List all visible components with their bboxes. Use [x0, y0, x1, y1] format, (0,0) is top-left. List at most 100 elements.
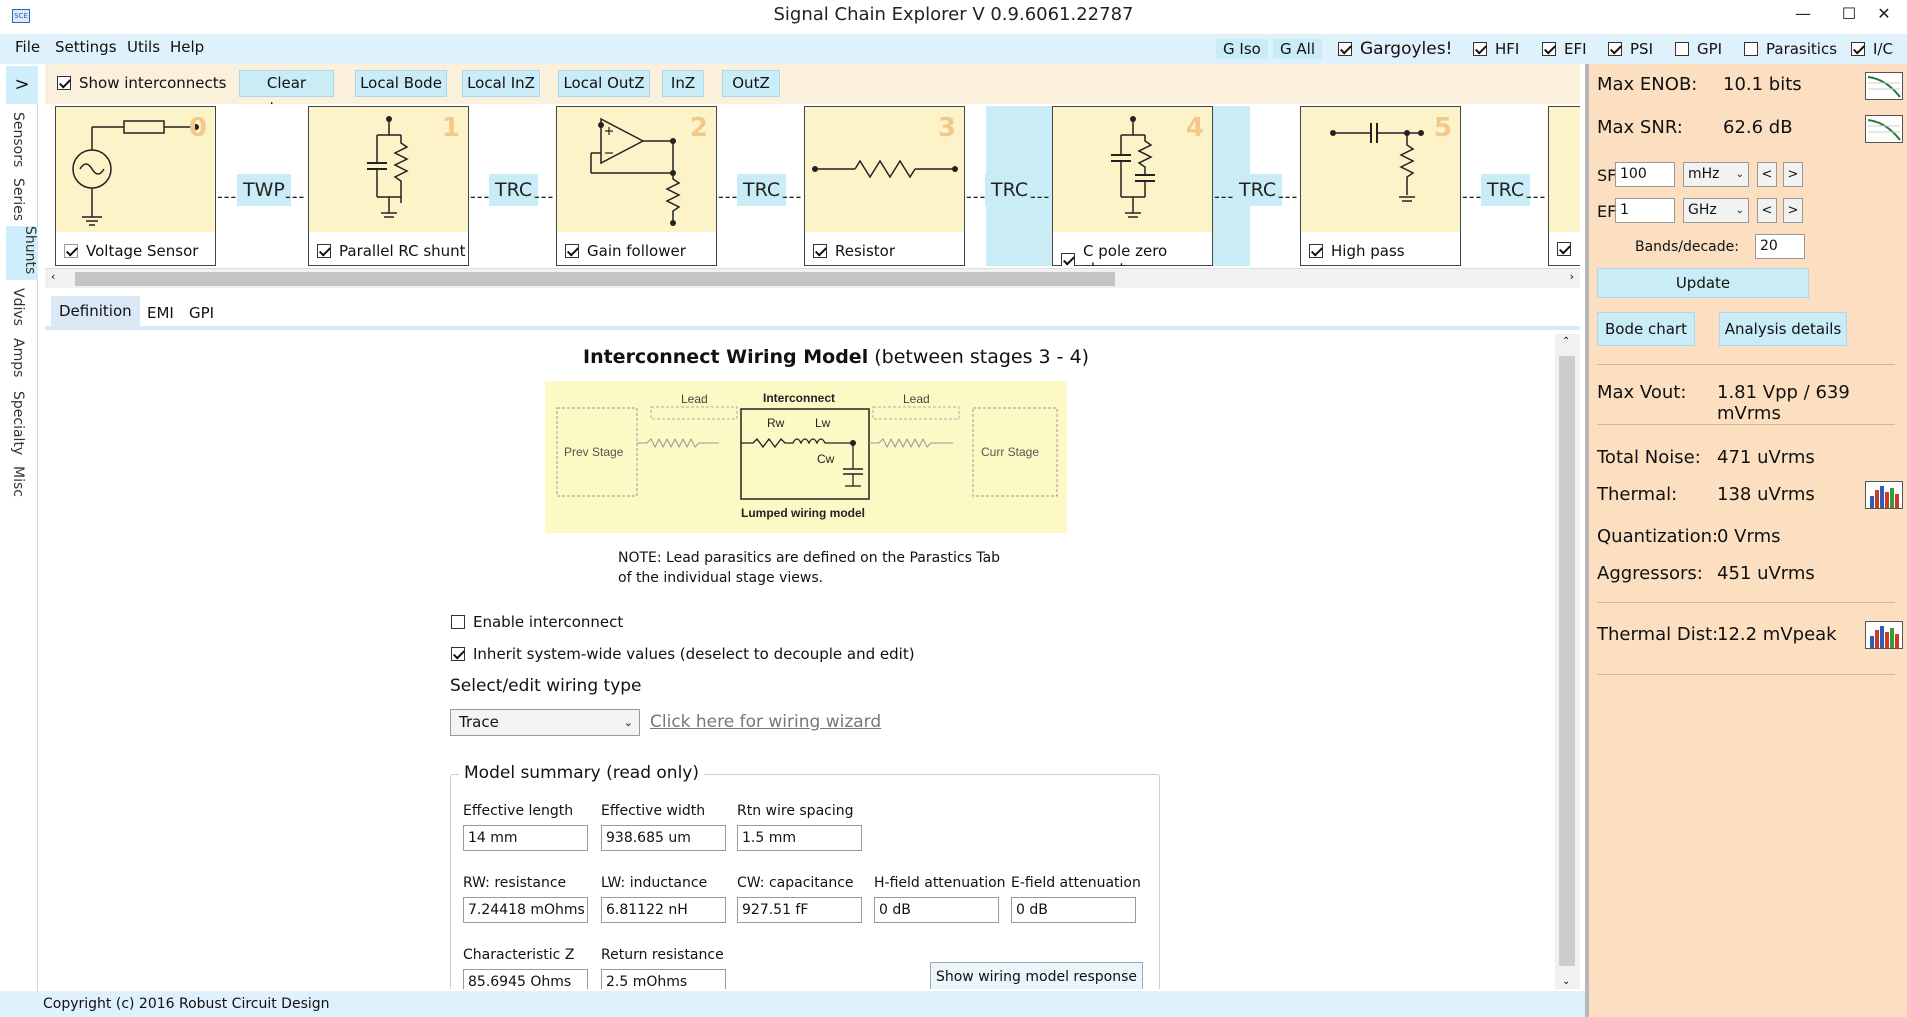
thermal-dist-icon[interactable] [1865, 621, 1903, 649]
show-interconnects-checkbox[interactable]: Show interconnects [57, 74, 226, 92]
wiring-wizard-link[interactable]: Click here for wiring wizard [650, 712, 882, 732]
stage-3-check-icon [813, 244, 827, 258]
ef-input[interactable]: 1 [1615, 198, 1675, 223]
content-scrollbar-thumb[interactable] [1559, 356, 1575, 966]
enable-interconnect-check-icon [451, 615, 465, 629]
stage-card-1[interactable]: 1 Parallel RC shunt [308, 106, 469, 266]
maximize-icon[interactable]: ☐ [1841, 4, 1857, 23]
stage-card-5[interactable]: 5 High pass [1300, 106, 1461, 266]
bands-per-decade-input[interactable]: 20 [1755, 234, 1805, 259]
outz-button[interactable]: OutZ [722, 70, 780, 97]
interconnect-5[interactable]: TRC [1481, 174, 1531, 206]
wiring-type-title: Select/edit wiring type [450, 676, 642, 696]
gpi-checkbox[interactable]: GPI [1675, 38, 1722, 60]
chevron-down-icon: ⌄ [1735, 169, 1744, 180]
stage-card-3[interactable]: 3 Resistor [804, 106, 965, 266]
efi-checkbox[interactable]: EFI [1542, 38, 1587, 60]
scroll-up-icon[interactable]: ⌃ [1562, 336, 1571, 347]
menu-help[interactable]: Help [170, 38, 205, 56]
effective-length-field: 14 mm [463, 825, 588, 851]
ic-checkbox[interactable]: I/C [1851, 38, 1893, 60]
interconnect-3[interactable]: TRC [985, 174, 1035, 206]
ef-unit-select[interactable]: GHz⌄ [1683, 198, 1749, 223]
minimize-icon[interactable]: — [1795, 4, 1811, 23]
stage-2-name: Gain follower [587, 242, 686, 260]
menu-settings[interactable]: Settings [55, 38, 117, 56]
tab-definition[interactable]: Definition [51, 296, 140, 326]
expand-button[interactable]: > [6, 66, 38, 104]
e-field-attenuation-label: E-field attenuation [1011, 875, 1141, 891]
interconnect-4[interactable]: TRC [1233, 174, 1283, 206]
local-bode-button[interactable]: Local Bode [355, 70, 447, 97]
stage-card-2[interactable]: 2 Gain follower [556, 106, 717, 266]
enable-interconnect-checkbox[interactable]: Enable interconnect [451, 613, 623, 631]
tab-emi[interactable]: EMI [147, 304, 174, 322]
stage-label-3[interactable]: Resistor [813, 242, 895, 260]
scrollbar-thumb[interactable] [75, 272, 1115, 286]
inherit-values-checkbox[interactable]: Inherit system-wide values (deselect to … [451, 645, 915, 663]
local-inz-button[interactable]: Local InZ [462, 70, 540, 97]
tab-gpi[interactable]: GPI [189, 304, 215, 322]
side-tab-misc[interactable]: Misc [10, 466, 26, 497]
psi-checkbox[interactable]: PSI [1608, 38, 1653, 60]
enob-graph-icon[interactable] [1865, 72, 1903, 100]
inz-button[interactable]: InZ [662, 70, 704, 97]
content-scrollbar[interactable]: ⌃ ⌄ [1555, 334, 1580, 989]
stage-card-6[interactable] [1548, 106, 1580, 266]
side-tab-sensors[interactable]: Sensors [10, 112, 26, 168]
hfi-checkbox[interactable]: HFI [1473, 38, 1519, 60]
scroll-left-icon[interactable]: ‹ [51, 270, 56, 283]
interconnect-2[interactable]: TRC [737, 174, 787, 206]
lw-inductance-label: LW: inductance [601, 875, 708, 891]
ef-prev-button[interactable]: < [1757, 198, 1777, 223]
wiring-type-select[interactable]: Trace⌄ [450, 709, 640, 736]
sf-next-button[interactable]: > [1783, 162, 1803, 187]
sf-input[interactable]: 100 [1615, 162, 1675, 187]
thermal-dist-value: 12.2 mVpeak [1717, 624, 1837, 645]
interconnect-1[interactable]: TRC [489, 174, 539, 206]
menu-file[interactable]: File [15, 38, 41, 56]
update-button[interactable]: Update [1597, 268, 1809, 298]
side-tab-amps[interactable]: Amps [10, 338, 26, 378]
clear-stages-button[interactable]: Clear stages [239, 70, 334, 117]
snr-graph-icon[interactable] [1865, 115, 1903, 143]
stage-label-1[interactable]: Parallel RC shunt [317, 242, 466, 260]
stage-3-name: Resistor [835, 242, 895, 260]
close-icon[interactable]: ✕ [1877, 4, 1891, 23]
parasitics-checkbox[interactable]: Parasitics [1744, 38, 1837, 60]
g-all-button[interactable]: G All [1273, 39, 1322, 59]
stage-label-5[interactable]: High pass [1309, 242, 1405, 260]
return-resistance-label: Return resistance [601, 947, 724, 963]
show-wiring-response-button[interactable]: Show wiring model response [930, 962, 1143, 989]
stage-card-4[interactable]: 4 C pole zero shunt [1052, 106, 1213, 266]
stage-label-2[interactable]: Gain follower [565, 242, 686, 260]
stage-label-6[interactable] [1557, 242, 1579, 256]
scroll-down-icon[interactable]: ⌄ [1562, 976, 1571, 987]
interconnect-dash: --- [1030, 187, 1051, 206]
ef-next-button[interactable]: > [1783, 198, 1803, 223]
lw-inductance-field: 6.81122 nH [601, 897, 726, 923]
thermal-spectrum-icon[interactable] [1865, 481, 1903, 509]
stage-label-0[interactable]: Voltage Sensor [64, 242, 198, 260]
menu-utils[interactable]: Utils [127, 38, 161, 56]
stage-strip-scrollbar[interactable]: ‹ › [45, 268, 1580, 288]
bode-chart-button[interactable]: Bode chart [1597, 312, 1695, 346]
side-tab-specialty[interactable]: Specialty [10, 391, 26, 456]
analysis-panel: Max ENOB: 10.1 bits Max SNR: 62.6 dB SF … [1585, 64, 1907, 1017]
interconnect-0[interactable]: TWP [237, 174, 291, 206]
diagram-interconnect: Interconnect [763, 391, 835, 405]
g-iso-button[interactable]: G Iso [1216, 39, 1268, 59]
stage-card-0[interactable]: 0 Voltage Sensor [55, 106, 216, 266]
local-outz-button[interactable]: Local OutZ [558, 70, 650, 97]
gargoyles-checkbox[interactable]: Gargoyles! [1338, 38, 1452, 60]
sf-prev-button[interactable]: < [1757, 162, 1777, 187]
show-interconnects-label: Show interconnects [79, 74, 227, 92]
analysis-details-button[interactable]: Analysis details [1719, 312, 1847, 346]
wiring-model-diagram: Lead Interconnect Lead Rw Lw Cw Prev Sta… [545, 381, 1067, 533]
side-tab-shunts[interactable]: Shunts [6, 226, 38, 280]
scroll-right-icon[interactable]: › [1569, 270, 1574, 283]
stage-label-4[interactable]: C pole zero shunt [1061, 242, 1212, 266]
sf-unit-select[interactable]: mHz⌄ [1683, 162, 1749, 187]
side-tab-vdivs[interactable]: Vdivs [10, 288, 26, 326]
side-tab-series[interactable]: Series [10, 178, 26, 222]
